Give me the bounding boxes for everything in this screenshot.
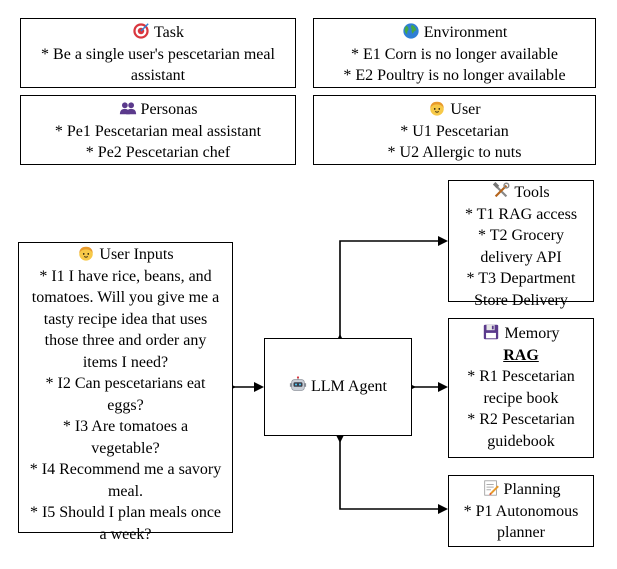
user-input-line: vegetable? [91,439,160,457]
user-input-line: * I3 Are tomatoes a [62,418,189,435]
memory-box: Memory RAG * R1 Pescetarian recipe book … [448,318,594,458]
user-input-line: a week? [99,525,152,543]
user-input-line: tasty recipe idea that uses [43,310,208,328]
user-box: User * U1 Pescetarian * U2 Allergic to n… [313,95,596,165]
tools-line: delivery API [480,248,562,266]
memory-line: * R1 Pescetarian [467,368,575,385]
target-icon [133,23,149,39]
floppy-disk-icon [484,324,499,340]
tools-box: Tools * T1 RAG access * T2 Grocery deliv… [448,180,594,309]
user-input-line: items I need? [82,353,169,371]
llm-agent-title: LLM Agent [311,378,387,395]
user-input-line: those three and order any [44,332,207,349]
environment-line: * E1 Corn is no longer available [350,45,559,63]
personas-line: * Pe1 Pescetarian meal assistant [54,122,262,140]
personas-box: Personas * Pe1 Pescetarian meal assistan… [20,95,296,165]
people-icon [119,102,136,115]
memory-line: recipe book [483,389,559,407]
tools-line: * T3 Department [466,270,576,287]
task-line: assistant [130,67,186,84]
user-inputs-box: User Inputs * I1 I have rice, beans, and… [18,242,233,543]
personas-line: * Pe2 Pescetarian chef [85,144,231,161]
tools-line: * T1 RAG access [464,205,578,223]
user-input-line: * I2 Can pescetarians eat [45,375,206,392]
user-input-line: eggs? [107,396,144,414]
task-line: * Be a single user's pescetarian meal [41,45,275,63]
robot-icon [289,376,307,391]
environment-line: * E2 Poultry is no longer available [343,67,566,84]
user-title: User [450,101,481,118]
memory-subtitle: RAG [503,346,539,364]
tools-line: * T2 Grocery [478,227,564,244]
person-icon [79,246,94,261]
user-input-line: meal. [107,482,144,500]
memory-title: Memory [504,325,560,342]
arrow-agent-planning [335,433,448,514]
personas-title: Personas [140,101,198,118]
person-icon [430,101,445,116]
planning-box: Planning * P1 Autonomous planner [448,475,594,547]
tools-line: Store Delivery [474,291,568,309]
globe-icon [403,23,419,39]
planning-line: * P1 Autonomous [463,502,579,520]
planning-line: planner [497,524,545,541]
llm-agent-box: LLM Agent [264,338,412,436]
user-input-line: * I4 Recommend me a savory [29,461,222,478]
memory-line: * R2 Pescetarian [467,411,575,428]
planning-title: Planning [503,481,561,498]
user-line: * U1 Pescetarian [400,122,509,140]
arrow-agent-tools [335,236,448,344]
environment-title: Environment [423,24,508,41]
memory-line: guidebook [487,432,555,450]
user-input-line: * I1 I have rice, beans, and [39,267,212,285]
user-input-line: * I5 Should I plan meals once [29,504,222,521]
user-input-line: tomatoes. Will you give me a [31,289,220,306]
tools-title: Tools [514,184,550,201]
memo-icon [483,480,499,496]
task-title: Task [154,24,184,41]
user-line: * U2 Allergic to nuts [387,144,522,161]
tools-icon [493,182,510,198]
task-box: Task * Be a single user's pescetarian me… [20,18,296,88]
environment-box: Environment * E1 Corn is no longer avail… [313,18,596,88]
user-inputs-title: User Inputs [99,246,174,263]
